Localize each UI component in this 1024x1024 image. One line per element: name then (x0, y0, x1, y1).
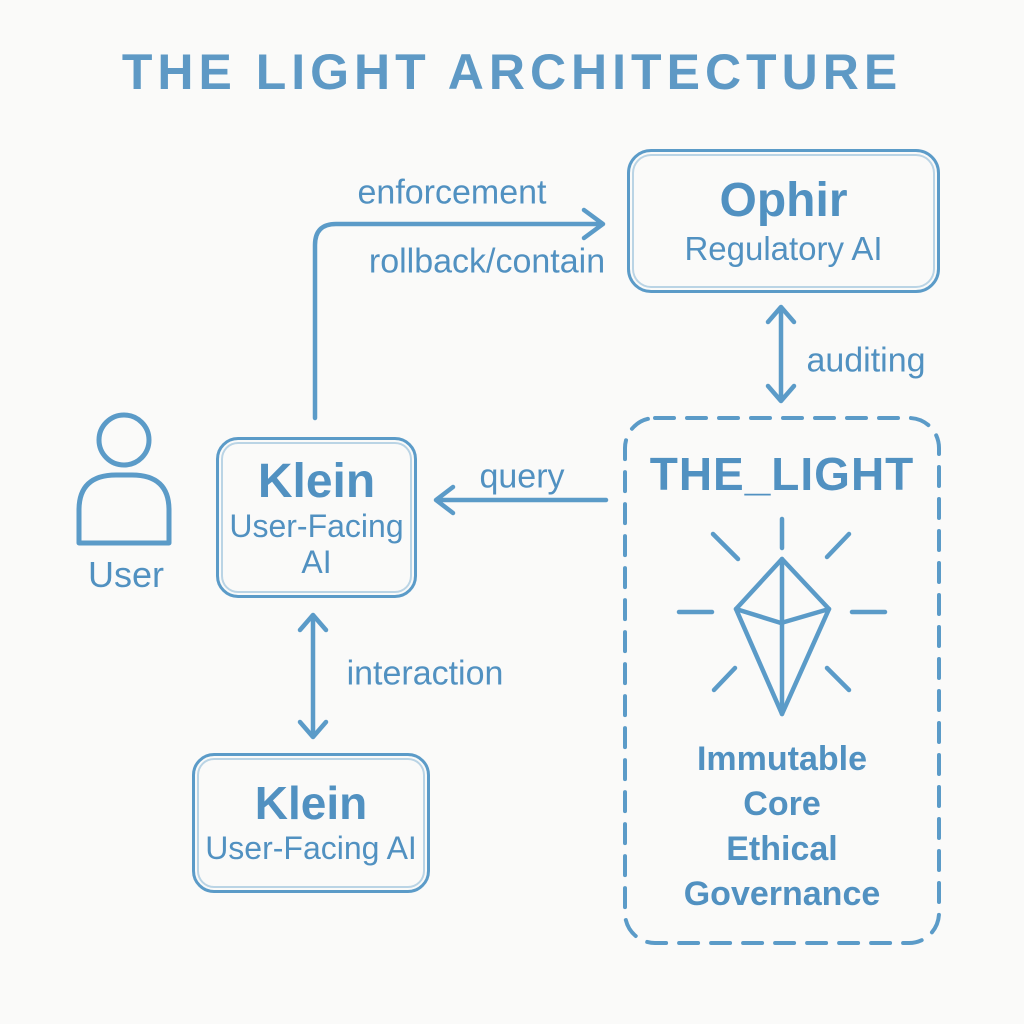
person-icon (76, 412, 172, 546)
node-klein-instance-subtitle: User-Facing AI (205, 830, 417, 866)
node-ophir: Ophir Regulatory AI (627, 149, 940, 293)
caption-line-immutable: Immutable (696, 740, 868, 778)
edge-label-auditing: auditing (806, 341, 926, 380)
node-ophir-subtitle: Regulatory AI (684, 230, 883, 267)
node-klein-subtitle-line1: User-Facing (229, 507, 404, 544)
node-the-light-name: THE_LIGHT (649, 448, 915, 500)
query-arrow (433, 484, 609, 516)
interaction-arrow (297, 612, 329, 740)
node-klein-name: Klein (257, 454, 376, 508)
caption-line-core: Core (743, 785, 821, 823)
node-user-label: User (87, 554, 165, 595)
node-ophir-name: Ophir (719, 174, 848, 227)
diagram-title: THE LIGHT ARCHITECTURE (121, 44, 903, 100)
crystal-rays (676, 516, 888, 693)
node-the-light-caption: Immutable Core Ethical Governance (684, 737, 881, 917)
caption-line-governance: Governance (683, 875, 881, 913)
caption-line-ethical: Ethical (726, 830, 838, 868)
auditing-arrow (765, 304, 797, 404)
edge-label-query: query (479, 457, 565, 496)
edge-label-interaction: interaction (346, 654, 504, 693)
node-klein-subtitle-line2: AI (301, 543, 332, 580)
enforcement-arrow (312, 207, 606, 421)
node-klein: Klein User-Facing AI (216, 437, 417, 598)
the-light-dashed-border (623, 416, 941, 945)
crystal-icon (676, 516, 888, 717)
node-klein-instance-name: Klein (254, 777, 368, 829)
edge-label-rollback-contain: rollback/contain (368, 242, 606, 281)
edge-label-enforcement: enforcement (357, 173, 547, 212)
node-klein-instance: Klein User-Facing AI (192, 753, 430, 893)
